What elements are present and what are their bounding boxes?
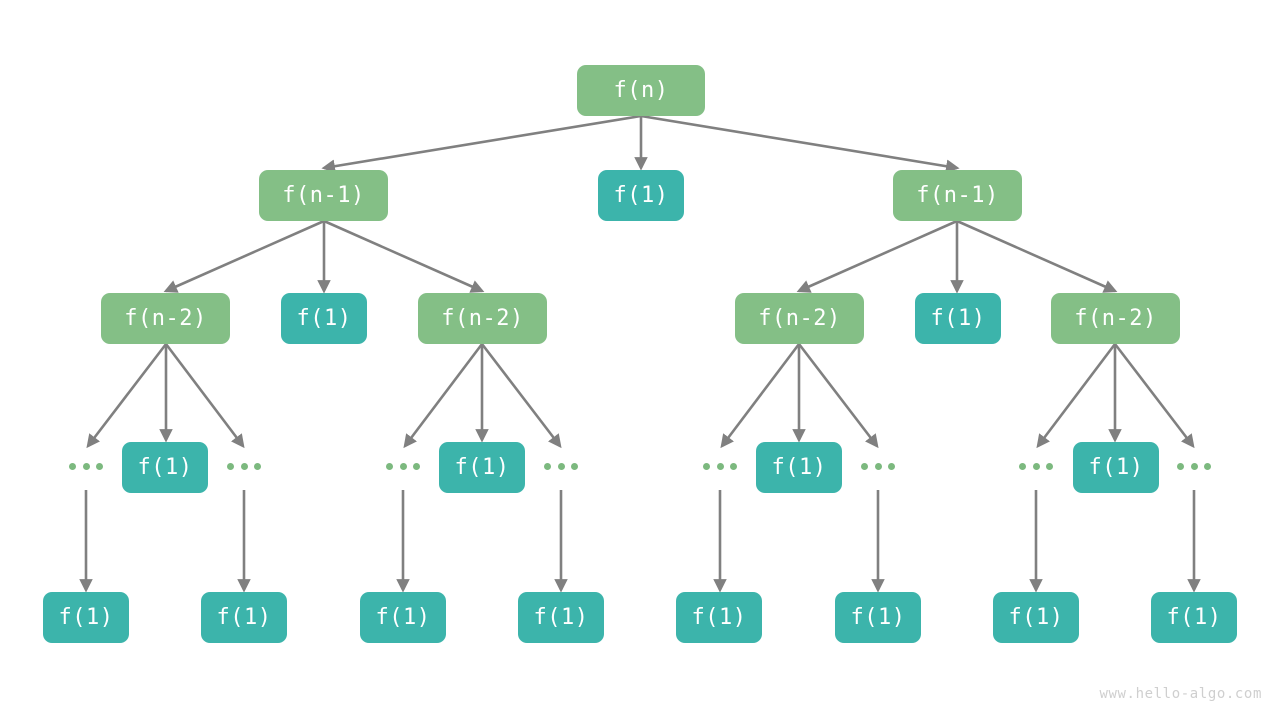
tree-node-label: f(n-1) — [916, 182, 999, 208]
edge-l2n0-to-e0 — [86, 343, 168, 449]
tree-node-l4n1: f(1) — [201, 592, 287, 643]
ellipsis-dot — [1032, 462, 1040, 470]
tree-node-label: f(1) — [1008, 604, 1064, 630]
ellipsis-dot — [888, 462, 895, 470]
tree-node-l3n0: f(1) — [122, 442, 208, 493]
tree-node-l2n4: f(1) — [915, 293, 1001, 344]
tree-node-l1n0: f(n-1) — [259, 170, 388, 221]
edge-l2n3-to-e5 — [797, 343, 879, 449]
ellipsis-dot — [82, 462, 90, 470]
ellipsis-dot — [1019, 462, 1026, 470]
ellipsis-e2 — [386, 462, 420, 470]
tree-node-label: f(n-2) — [1074, 305, 1157, 331]
ellipsis-dot — [240, 462, 248, 470]
tree-node-label: f(n-2) — [124, 305, 207, 331]
ellipsis-dot — [227, 462, 234, 470]
tree-node-l0n0: f(n) — [577, 65, 705, 116]
ellipsis-dot — [386, 462, 393, 470]
tree-node-l4n6: f(1) — [993, 592, 1079, 643]
tree-node-label: f(n-2) — [758, 305, 841, 331]
ellipsis-e5 — [861, 462, 895, 470]
tree-node-l2n2: f(n-2) — [418, 293, 547, 344]
tree-node-l4n3: f(1) — [518, 592, 604, 643]
tree-node-l2n3: f(n-2) — [735, 293, 864, 344]
tree-node-l1n1: f(1) — [598, 170, 684, 221]
tree-node-l4n5: f(1) — [835, 592, 921, 643]
tree-node-label: f(1) — [58, 604, 114, 630]
tree-node-label: f(1) — [454, 454, 510, 480]
tree-node-l2n1: f(1) — [281, 293, 367, 344]
tree-node-label: f(1) — [533, 604, 589, 630]
ellipsis-dot — [1204, 462, 1211, 470]
edge-l1n2-to-l2n3 — [796, 219, 958, 293]
tree-node-label: f(1) — [296, 305, 352, 331]
tree-node-label: f(n) — [613, 77, 669, 103]
ellipsis-dot — [544, 462, 551, 470]
edge-l2n2-to-e3 — [480, 343, 562, 449]
tree-node-label: f(1) — [691, 604, 747, 630]
ellipsis-dot — [861, 462, 868, 470]
edge-l2n5-to-e7 — [1113, 343, 1195, 449]
tree-node-label: f(1) — [771, 454, 827, 480]
ellipsis-dot — [571, 462, 578, 470]
tree-node-l4n0: f(1) — [43, 592, 129, 643]
ellipsis-e6 — [1019, 462, 1053, 470]
edge-l2n2-to-e2 — [403, 343, 484, 449]
tree-node-l3n1: f(1) — [439, 442, 525, 493]
tree-node-label: f(n-2) — [441, 305, 524, 331]
tree-node-label: f(1) — [1166, 604, 1222, 630]
ellipsis-dot — [413, 462, 420, 470]
edge-l0n0-to-l1n0 — [321, 114, 642, 173]
ellipsis-e7 — [1177, 462, 1211, 470]
ellipsis-dot — [874, 462, 882, 470]
ellipsis-dot — [1190, 462, 1198, 470]
tree-node-label: f(1) — [216, 604, 272, 630]
tree-node-l3n3: f(1) — [1073, 442, 1159, 493]
tree-node-l1n2: f(n-1) — [893, 170, 1022, 221]
edge-l2n3-to-e4 — [720, 343, 801, 449]
tree-node-label: f(1) — [137, 454, 193, 480]
edge-l2n0-to-e1 — [164, 343, 245, 449]
tree-node-l3n2: f(1) — [756, 442, 842, 493]
ellipsis-e1 — [227, 462, 261, 470]
tree-node-l4n7: f(1) — [1151, 592, 1237, 643]
tree-node-label: f(1) — [850, 604, 906, 630]
tree-node-l2n0: f(n-2) — [101, 293, 230, 344]
ellipsis-dot — [716, 462, 724, 470]
tree-node-label: f(1) — [1088, 454, 1144, 480]
ellipsis-dot — [730, 462, 737, 470]
tree-node-l2n5: f(n-2) — [1051, 293, 1180, 344]
ellipsis-e4 — [703, 462, 737, 470]
tree-node-label: f(n-1) — [282, 182, 365, 208]
ellipsis-dot — [703, 462, 710, 470]
tree-node-l4n4: f(1) — [676, 592, 762, 643]
ellipsis-dot — [557, 462, 565, 470]
edge-l2n5-to-e6 — [1036, 343, 1117, 449]
ellipsis-e3 — [544, 462, 578, 470]
tree-node-label: f(1) — [930, 305, 986, 331]
edge-l1n0-to-l2n0 — [163, 219, 325, 293]
tree-node-label: f(1) — [613, 182, 669, 208]
ellipsis-dot — [399, 462, 407, 470]
ellipsis-dot — [1046, 462, 1053, 470]
ellipsis-dot — [69, 462, 76, 470]
edge-l0n0-to-l1n2 — [640, 114, 960, 173]
ellipsis-e0 — [69, 462, 103, 470]
ellipsis-dot — [96, 462, 103, 470]
ellipsis-dot — [254, 462, 261, 470]
tree-node-l4n2: f(1) — [360, 592, 446, 643]
watermark: www.hello-algo.com — [1099, 686, 1262, 702]
edge-l1n2-to-l2n5 — [956, 219, 1118, 293]
ellipsis-dot — [1177, 462, 1184, 470]
edge-l1n0-to-l2n2 — [323, 219, 485, 293]
tree-node-label: f(1) — [375, 604, 431, 630]
